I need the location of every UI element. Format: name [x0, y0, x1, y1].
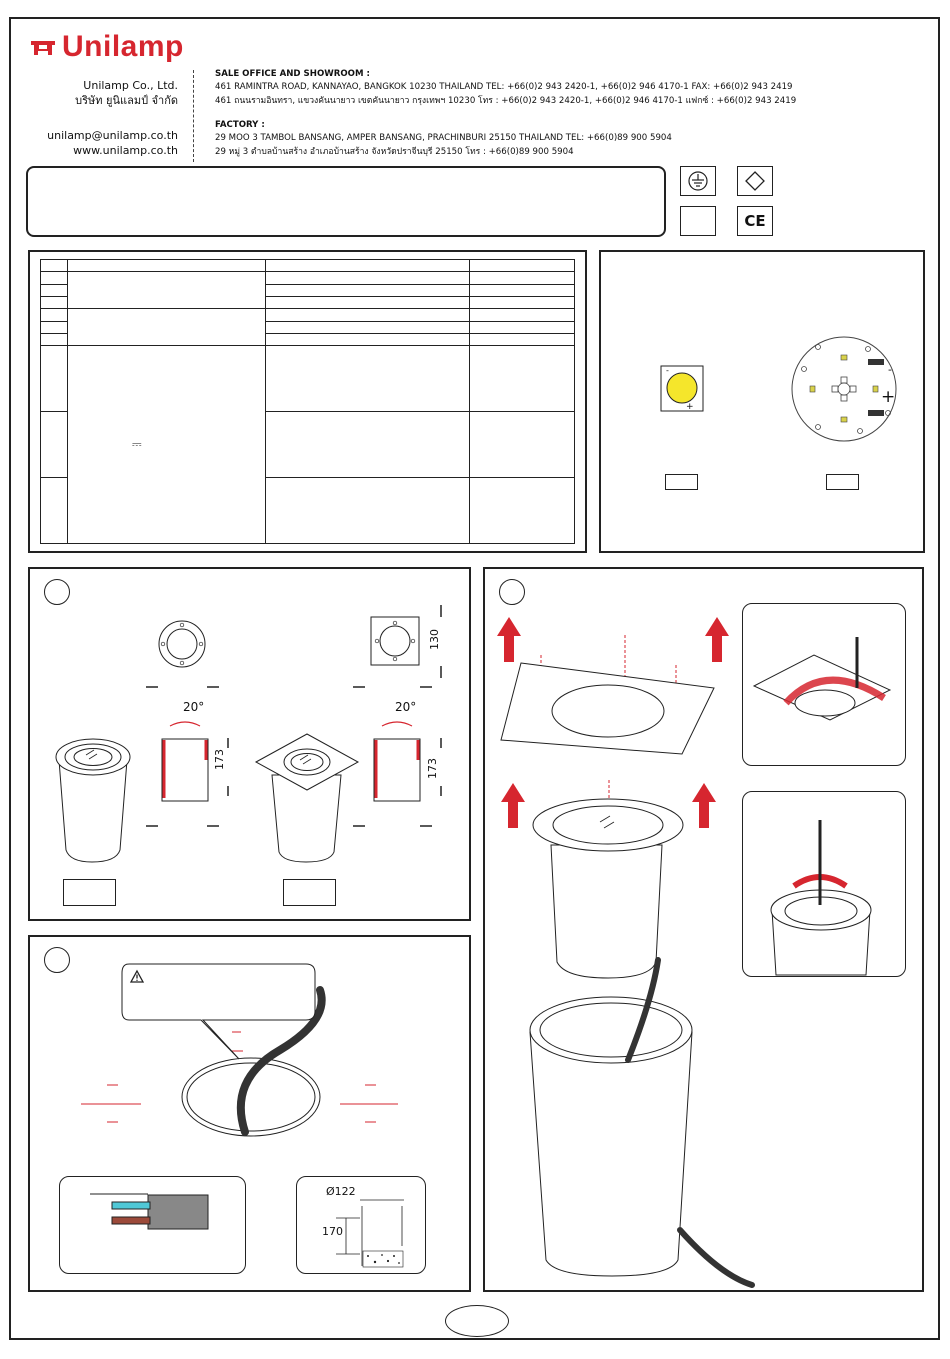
step1-panel — [28, 567, 471, 921]
table-row — [40, 308, 575, 347]
spec-panel — [28, 250, 587, 553]
blank-symbol-box — [680, 206, 716, 236]
tilt-angle-round: 20° — [183, 700, 205, 714]
step3-number — [44, 947, 70, 973]
earth-ground-icon — [680, 166, 716, 196]
spec-table: ⎓ — [40, 258, 575, 545]
chip-caption-box — [665, 474, 698, 490]
table-row — [40, 476, 575, 545]
warning-callout — [121, 963, 316, 1060]
unilamp-logo-icon — [28, 33, 58, 67]
brand-name: Unilamp — [62, 30, 184, 63]
led-panel — [599, 250, 925, 553]
company-website[interactable]: www.unilamp.co.th — [73, 144, 178, 157]
tilt-angle-square: 20° — [395, 700, 417, 714]
board-plus-label: + — [881, 387, 896, 407]
cable-strip-detail — [59, 1176, 246, 1274]
step3-panel — [28, 935, 471, 1292]
factory-address-en: 29 MOO 3 TAMBOL BANSANG, AMPER BANSANG, … — [215, 133, 672, 143]
company-name-en: Unilamp Co., Ltd. — [83, 79, 178, 92]
square-size: 130 — [428, 629, 441, 650]
sale-office-address-th: 461 ถนนรามอินทรา, แขวงคันนายาว เขตคันนาย… — [215, 96, 797, 106]
factory-heading: FACTORY : — [215, 120, 265, 130]
step1-number — [44, 579, 70, 605]
step2-panel — [483, 567, 924, 1292]
table-row: ⎓ — [40, 345, 575, 544]
ce-mark: CE — [737, 206, 773, 236]
product-title-box — [26, 166, 666, 237]
dc-symbol: ⎓ — [132, 437, 142, 452]
round-cover-top-view — [158, 620, 206, 668]
chip-minus-label: - — [666, 366, 669, 375]
table-row — [40, 258, 575, 273]
board-caption-box — [826, 474, 859, 490]
sale-office-heading: SALE OFFICE AND SHOWROOM : — [215, 69, 370, 79]
hole-cross-section — [336, 1199, 404, 1268]
step2-number — [499, 579, 525, 605]
led-chip-illustration — [660, 365, 704, 412]
chip-plus-label: + — [686, 402, 694, 412]
factory-address-th: 29 หมู่ 3 ตำบลบ้านสร้าง อำเภอบ้านสร้าง จ… — [215, 147, 574, 157]
brand-logo: Unilamp — [28, 30, 184, 67]
hole-depth: 170 — [322, 1225, 343, 1238]
page-frame — [9, 17, 940, 1340]
page-number-oval — [445, 1305, 509, 1337]
diamond-icon — [737, 166, 773, 196]
round-model-label-box — [63, 879, 116, 906]
step2-detail-inset-top — [742, 603, 906, 766]
square-cover-top-view — [370, 616, 420, 666]
table-row — [40, 271, 575, 310]
sale-office-address-en: 461 RAMINTRA ROAD, KANNAYAO, BANGKOK 102… — [215, 82, 793, 92]
height-round: 173 — [213, 749, 226, 770]
led-board-illustration — [791, 336, 897, 442]
company-email[interactable]: unilamp@unilamp.co.th — [47, 129, 178, 142]
board-minus-label: - — [888, 363, 892, 376]
company-name-th: บริษัท ยูนิแลมป์ จำกัด — [75, 94, 178, 107]
height-square: 173 — [426, 758, 439, 779]
hole-dimension-detail — [296, 1176, 426, 1274]
table-row — [40, 411, 575, 478]
warning-triangle-icon — [129, 968, 145, 987]
header-divider — [193, 70, 194, 162]
hole-diameter: Ø122 — [326, 1185, 356, 1198]
square-model-label-box — [283, 879, 336, 906]
table-row — [40, 333, 575, 347]
step2-detail-inset-bottom — [742, 791, 906, 977]
